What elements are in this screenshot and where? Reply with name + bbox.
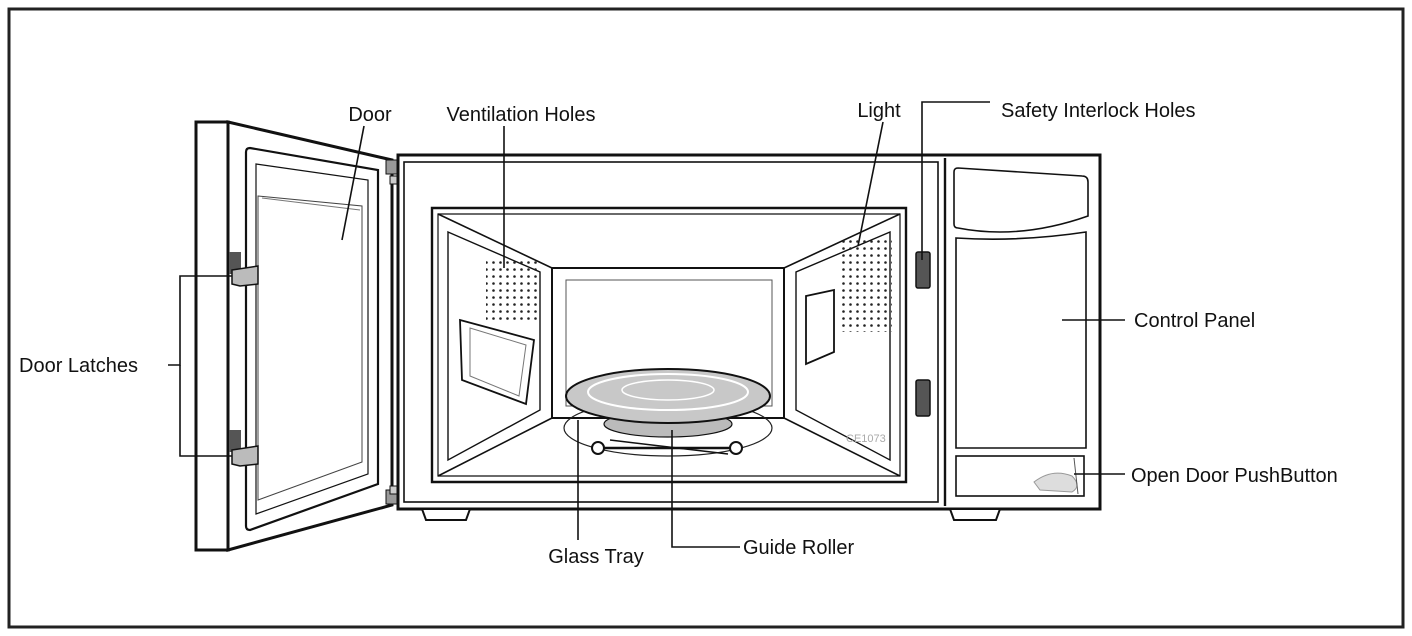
- label-guide-roller: Guide Roller: [743, 537, 855, 559]
- label-glass-tray: Glass Tray: [548, 546, 644, 568]
- glass-tray: [565, 368, 771, 424]
- label-control-panel: Control Panel: [1134, 310, 1255, 332]
- upper-interlock-hole: [915, 251, 931, 289]
- roller-left: [591, 441, 605, 455]
- label-ventilation-holes: Ventilation Holes: [447, 104, 596, 126]
- outer-border: [7, 7, 1405, 629]
- label-light: Light: [857, 100, 901, 122]
- label-door: Door: [348, 104, 392, 126]
- label-door-latches: Door Latches: [19, 355, 138, 377]
- open-door-pushbutton: [955, 455, 1085, 497]
- lower-interlock-hole: [915, 379, 931, 417]
- right-vent-holes: [840, 240, 892, 332]
- label-safety-interlock-holes: Safety Interlock Holes: [1001, 100, 1196, 122]
- label-open-door-pushbutton: Open Door PushButton: [1131, 465, 1338, 487]
- leader-lines: [168, 101, 1125, 548]
- oven-cavity: CE1073: [430, 206, 931, 484]
- lower-latch: [229, 430, 241, 452]
- door: [194, 120, 407, 552]
- model-code: CE1073: [846, 433, 886, 445]
- left-vent-holes: [486, 258, 540, 322]
- control-panel: [953, 167, 1089, 497]
- roller-right: [729, 441, 743, 455]
